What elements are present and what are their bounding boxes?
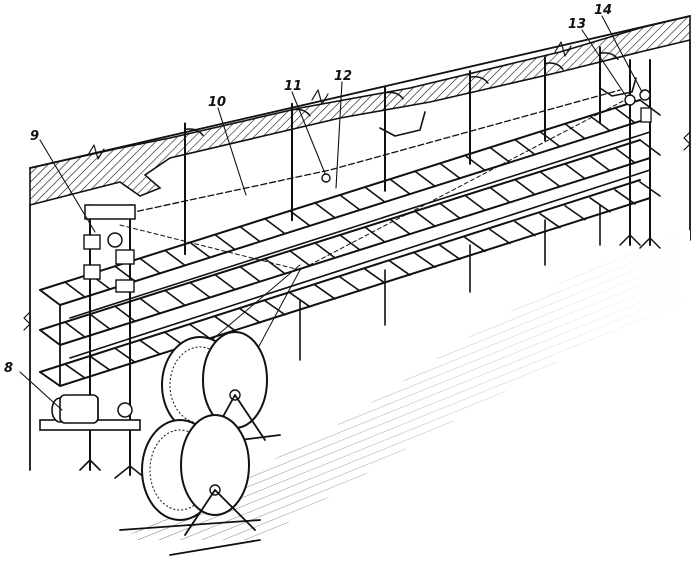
floor-shading bbox=[120, 230, 690, 540]
wall-uprights bbox=[299, 204, 601, 361]
tray-rung bbox=[339, 194, 361, 211]
winch-assembly bbox=[39, 204, 146, 479]
tray-rung bbox=[589, 155, 611, 172]
tray-rung bbox=[489, 186, 511, 204]
tray-rung bbox=[414, 210, 436, 228]
tray-rung bbox=[239, 265, 261, 283]
tray-rung bbox=[614, 147, 636, 164]
callout-13: 13 bbox=[568, 17, 586, 32]
tray-rung bbox=[539, 212, 561, 229]
tray-rung bbox=[264, 257, 286, 275]
tray-rung bbox=[64, 321, 86, 338]
back-wall bbox=[23, 39, 691, 471]
callout-10: 10 bbox=[208, 95, 226, 110]
tray-rung bbox=[389, 178, 411, 195]
tray-rung bbox=[339, 276, 361, 292]
callout-8: 8 bbox=[4, 361, 13, 376]
tray-rung bbox=[114, 265, 136, 283]
tray-rung bbox=[139, 297, 161, 315]
tray-rung bbox=[214, 233, 236, 251]
callout-12: 12 bbox=[334, 69, 352, 84]
tray-rung bbox=[214, 273, 236, 291]
hanger-arm bbox=[469, 76, 489, 84]
hanger-arm bbox=[184, 128, 204, 137]
tray-rung bbox=[189, 241, 211, 259]
tray-rung bbox=[514, 138, 536, 156]
tray-rung bbox=[439, 244, 461, 261]
right-anchor-post bbox=[619, 59, 661, 249]
tray-rung bbox=[414, 170, 436, 188]
tray-rung bbox=[489, 146, 511, 164]
callout-14: 14 bbox=[594, 3, 612, 18]
callout-labels: 8 9 10 11 12 13 14 bbox=[4, 3, 612, 376]
tray-rung bbox=[514, 178, 536, 196]
pulley-icon bbox=[107, 232, 123, 248]
tray-rung bbox=[214, 315, 236, 332]
tray-rung bbox=[264, 299, 286, 316]
cable-tray-rack bbox=[39, 46, 661, 387]
tray-rung bbox=[64, 363, 86, 379]
hanger-arm bbox=[384, 91, 404, 100]
tray-rung bbox=[364, 186, 386, 203]
tray-rung bbox=[89, 313, 111, 330]
tray-rung bbox=[314, 202, 336, 219]
tray-rung bbox=[364, 226, 386, 243]
hanger-arm bbox=[599, 52, 619, 61]
tray-rung bbox=[264, 217, 286, 235]
tray-rung bbox=[439, 202, 461, 220]
callout-9: 9 bbox=[30, 129, 39, 144]
tray-rung bbox=[564, 122, 586, 140]
tray-rung bbox=[289, 250, 311, 267]
tray-rung bbox=[114, 305, 136, 323]
tray-rung bbox=[614, 189, 636, 205]
tray-rung bbox=[564, 204, 586, 221]
tray-rung bbox=[239, 307, 261, 324]
tray-rung bbox=[239, 225, 261, 243]
tray-rung bbox=[389, 260, 411, 276]
tray-rung bbox=[64, 281, 86, 298]
tray-rung bbox=[189, 323, 211, 340]
tray-rung bbox=[614, 107, 636, 124]
hanger-arm bbox=[544, 62, 564, 71]
cable-drum-upper bbox=[161, 331, 281, 446]
callout-11: 11 bbox=[284, 79, 302, 94]
tray-rung bbox=[439, 162, 461, 180]
tray-rung bbox=[189, 281, 211, 299]
cable-drum-lower bbox=[119, 414, 261, 556]
tray-rung bbox=[539, 170, 561, 188]
tray-rung bbox=[539, 130, 561, 148]
tray-rung bbox=[314, 242, 336, 259]
tray-rung bbox=[414, 252, 436, 269]
tray-rung bbox=[564, 162, 586, 180]
tray-rung bbox=[164, 289, 186, 307]
leader-lines bbox=[19, 15, 643, 411]
tray-rung bbox=[289, 210, 311, 227]
tray-rung bbox=[364, 268, 386, 284]
tray-rung bbox=[114, 347, 136, 364]
tray-rung bbox=[464, 194, 486, 212]
tray-rung bbox=[139, 339, 161, 356]
tray-rung bbox=[89, 355, 111, 371]
roller-icon bbox=[624, 94, 636, 106]
hanger-arm bbox=[291, 108, 311, 117]
tray-rung bbox=[339, 234, 361, 251]
tray-rung bbox=[164, 249, 186, 267]
tray-rung bbox=[489, 228, 511, 245]
tray-rung bbox=[464, 154, 486, 172]
tray-rung bbox=[514, 220, 536, 237]
rope-roller-icon bbox=[321, 173, 331, 183]
tray-rung bbox=[139, 257, 161, 275]
tray-rung bbox=[314, 284, 336, 300]
tray-rung bbox=[464, 236, 486, 253]
